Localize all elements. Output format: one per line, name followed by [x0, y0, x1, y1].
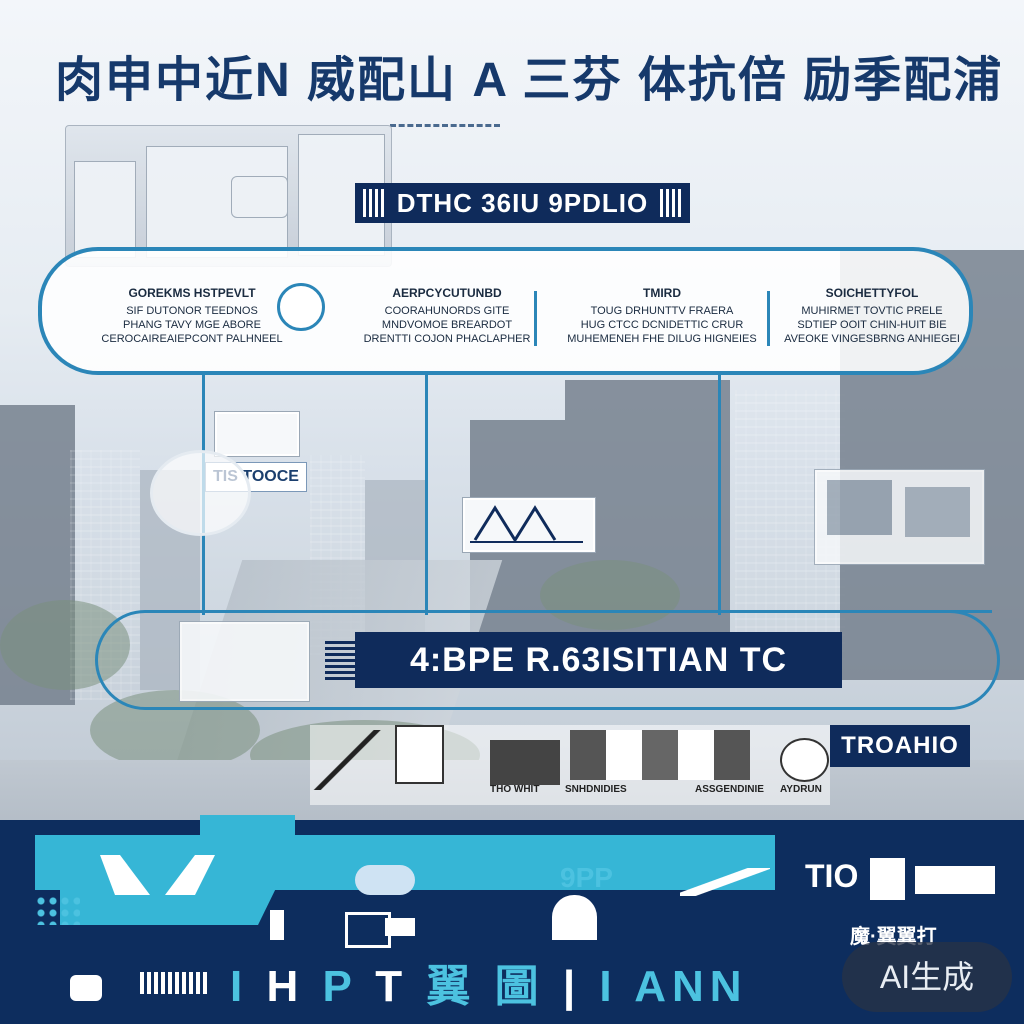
glyph: ANN: [634, 962, 748, 1011]
section-label-top: DTHC 36IU 9PDLIO: [355, 183, 690, 223]
ai-watermark-badge: AI生成: [842, 942, 1012, 1012]
divider-line: [767, 291, 770, 346]
column-line: CEROCAIREAIEPCONT PALHNEEL: [101, 333, 283, 345]
column-line: AVEOKE VINGESBRNG ANHIEGEI: [784, 333, 960, 345]
info-column: SOICHETTYFOL MUHIRMET TOVTIC PRELE SDTIE…: [782, 286, 962, 346]
connector-line: [718, 375, 721, 615]
bottom-glyph-row: I H P T 翼 圖 | I ANN: [230, 950, 748, 1014]
document-icon: [870, 858, 905, 900]
info-column: GOREKMS HSTPEVLT SIF DUTONOR TEEDNOS PHA…: [87, 286, 297, 346]
info-column: AERPCYCUTUNBD COORAHUNORDS GITE MNDVOMOE…: [347, 286, 547, 346]
pen-icon: [680, 868, 770, 896]
column-heading: AERPCYCUTUNBD: [392, 286, 502, 300]
divider-line: [534, 291, 537, 346]
camera-icon: [70, 975, 102, 1001]
column-line: COORAHUNORDS GITE: [384, 305, 510, 317]
photo-thumb: [905, 487, 970, 537]
glyph: I: [230, 962, 249, 1011]
column-heading: GOREKMS HSTPEVLT: [128, 286, 256, 300]
column-line: PHANG TAVY MGE ABORE: [123, 319, 261, 331]
sketch-graphic: [310, 730, 390, 790]
cyan-bar: [60, 880, 280, 925]
photo-image: [815, 470, 984, 564]
barcode-icon: [660, 189, 682, 217]
side-label: TROAHIO: [830, 725, 970, 767]
cyan-bar: [200, 815, 295, 840]
machine-part: [231, 176, 288, 218]
sketch-graphic: [780, 738, 829, 782]
caption: THO WHIT: [490, 784, 540, 795]
column-line: HUG CTCC DCNIDETTIC CRUR: [580, 319, 744, 331]
column-line: DRENTTI COJON PHACLAPHER: [363, 333, 531, 345]
barcode-icon: [363, 189, 385, 217]
column-line: MUHEMENEH FHE DILUG HIGNEIES: [567, 333, 757, 345]
cloud-icon: [355, 865, 415, 895]
glyph: T: [375, 962, 409, 1011]
small-chart-image: [215, 412, 299, 456]
connector-line: [425, 375, 428, 615]
glyph: |: [562, 962, 582, 1011]
glyph: I: [599, 962, 618, 1011]
column-line: SIF DUTONOR TEEDNOS: [126, 305, 258, 317]
bottom-text: 9PP: [560, 862, 613, 893]
caption: SNHDNIDIES: [565, 784, 627, 795]
main-label: 4:BPE R.63ISITIAN TC: [355, 632, 842, 688]
bottom-text: TIO: [805, 858, 859, 894]
column-line: MNDVOMOE BREARDOT: [381, 319, 513, 331]
glyph: 翼 圖: [426, 962, 545, 1011]
sketch-graphic: [490, 740, 560, 785]
photo-thumb: [827, 480, 892, 535]
dome-icon: [552, 895, 597, 940]
dots-icon: [35, 895, 80, 925]
column-line: MUHIRMET TOVTIC PRELE: [801, 305, 943, 317]
caption: AYDRUN: [780, 784, 822, 795]
barcode-icon: [140, 972, 210, 994]
figure-icon: [270, 910, 284, 940]
info-column: TMIRD TOUG DRHUNTTV FRAERA HUG CTCC DCNI…: [562, 286, 762, 346]
column-line: TOUG DRHUNTTV FRAERA: [590, 305, 734, 317]
battery-icon: [915, 866, 995, 894]
glyph: H: [266, 962, 305, 1011]
tree: [90, 690, 260, 770]
page-title: 肉申中近N 威配山 A 三芬 体抗倍 励季配浦: [55, 54, 1004, 107]
dashed-divider: [390, 124, 500, 127]
sketch-graphic: [570, 730, 750, 780]
sketch-graphic: [395, 725, 444, 784]
glyph: P: [322, 962, 358, 1011]
globe-icon: [277, 283, 325, 331]
equipment-image: [180, 622, 309, 701]
barcode-icon: [325, 640, 355, 680]
block-icon: [385, 918, 415, 936]
machine-part: [74, 161, 136, 258]
cloud-icon: [150, 450, 251, 536]
caption: ASSGENDINIE: [695, 784, 764, 795]
flow-loop: [95, 610, 1000, 710]
section-label-text: DTHC 36IU 9PDLIO: [396, 188, 649, 218]
chart-icon: [463, 498, 595, 552]
info-panel: GOREKMS HSTPEVLT SIF DUTONOR TEEDNOS PHA…: [38, 247, 973, 375]
column-heading: TMIRD: [643, 286, 681, 300]
tree: [540, 560, 680, 630]
column-line: SDTIEP OOIT CHIN-HUIT BIE: [797, 319, 947, 331]
machine-illustration: [65, 125, 392, 267]
column-heading: SOICHETTYFOL: [825, 286, 919, 300]
